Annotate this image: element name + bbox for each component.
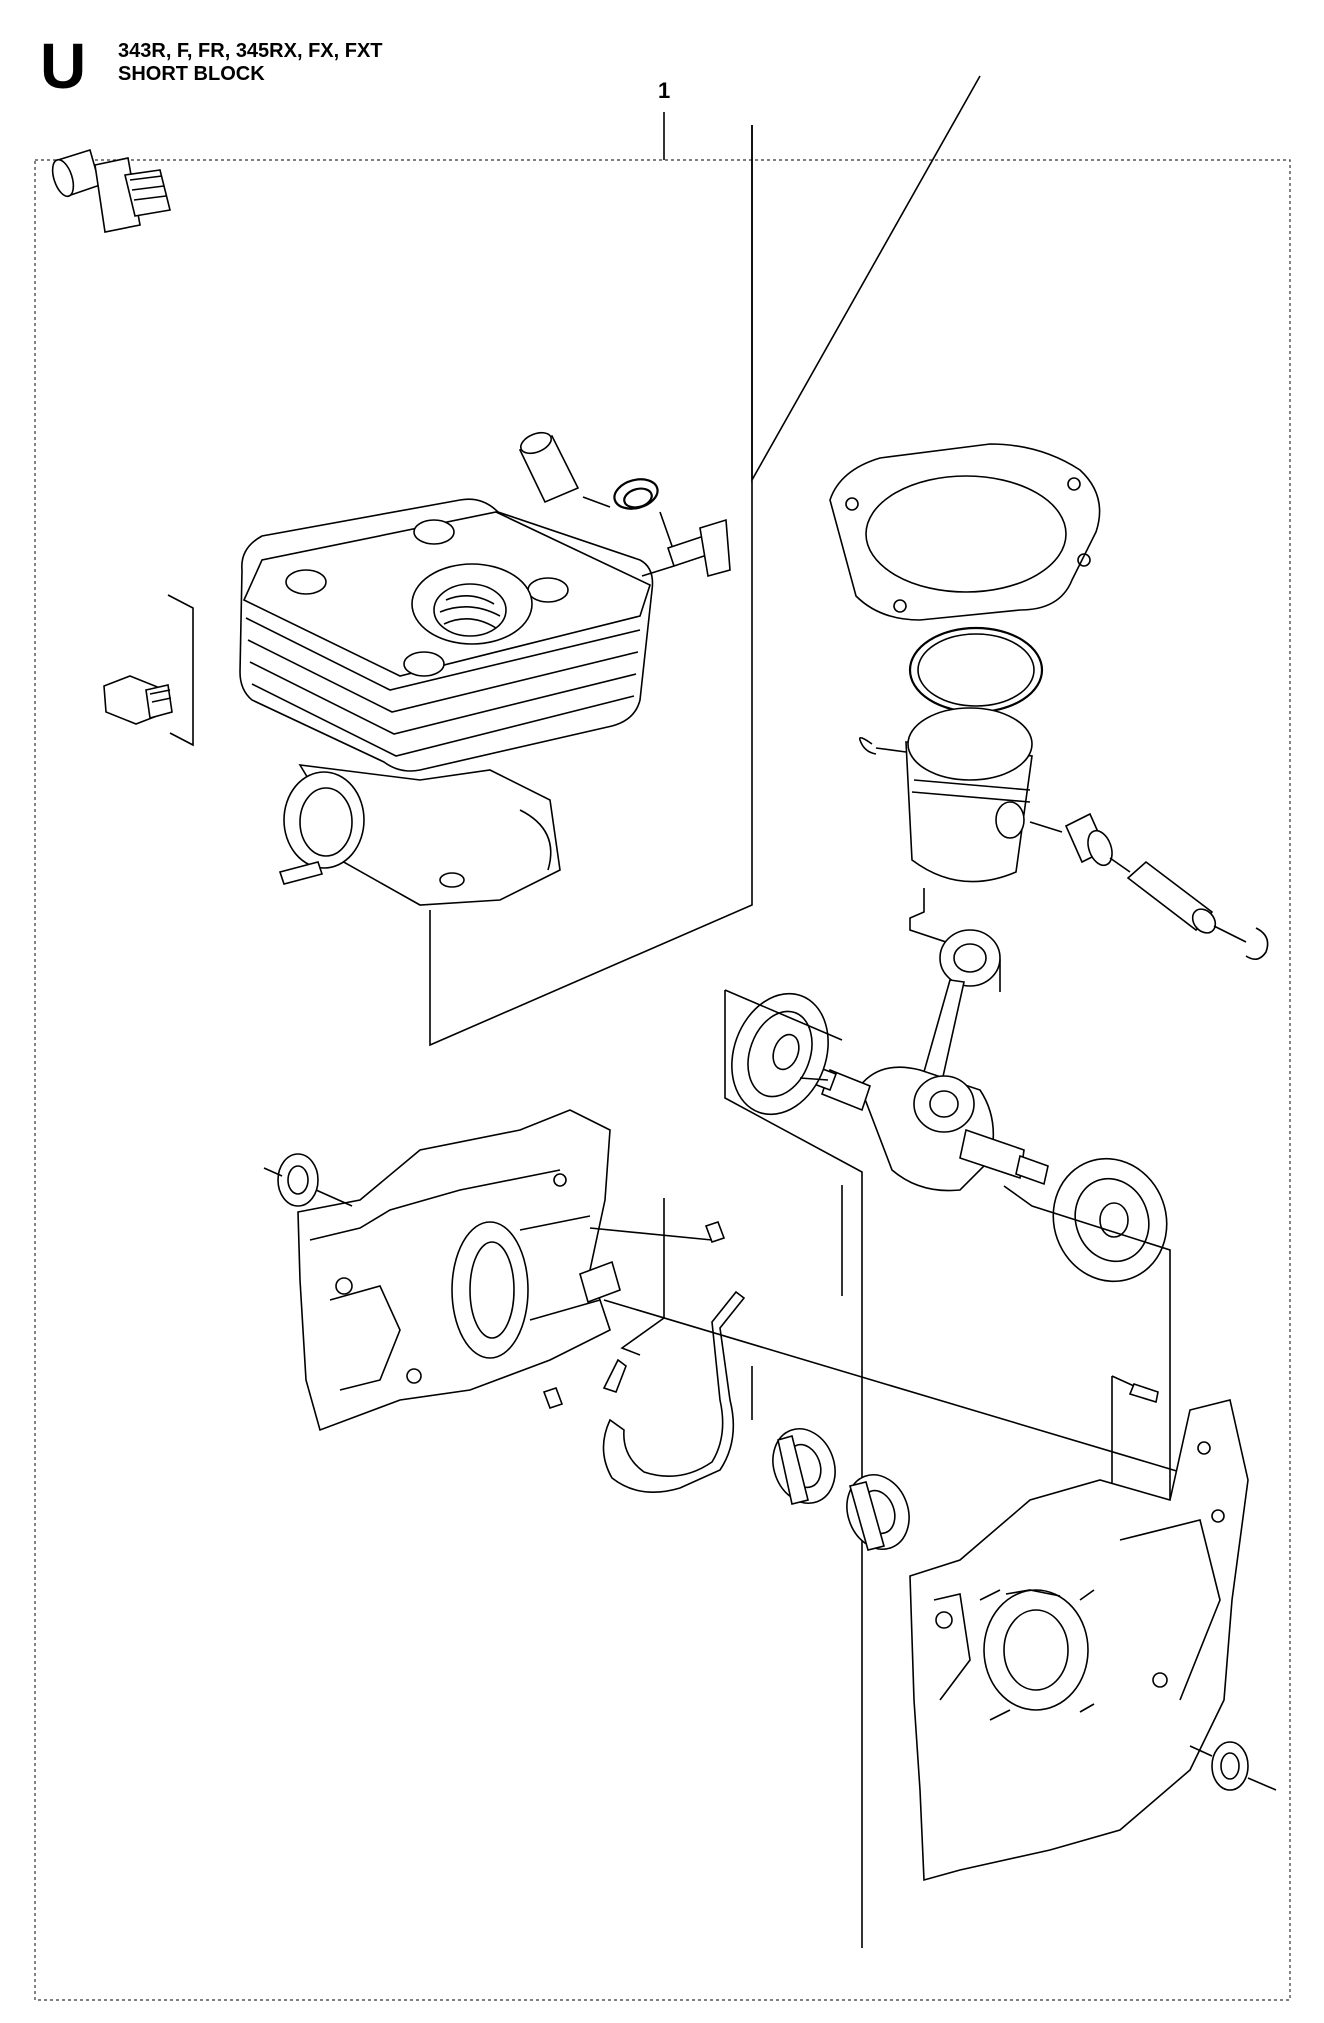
crankcase-right bbox=[910, 1400, 1248, 1880]
hose-clip bbox=[611, 475, 661, 513]
assembly-title: SHORT BLOCK bbox=[118, 63, 265, 85]
angle-nipple bbox=[668, 520, 730, 576]
dowel-pin-upper bbox=[706, 1222, 724, 1242]
cylinder bbox=[240, 499, 653, 905]
crankcase-seal-disc-upper bbox=[716, 980, 845, 1128]
pin-leaders bbox=[1030, 822, 1246, 942]
oil-seal-right-leader bbox=[1190, 1746, 1276, 1790]
seal-disc-leader-lower bbox=[1004, 1186, 1170, 1560]
oil-seal-right bbox=[1212, 1742, 1248, 1790]
ball-bearing-right bbox=[837, 1466, 919, 1558]
seal-disc-leader-upper bbox=[725, 990, 842, 1080]
gasket-leader bbox=[752, 76, 980, 480]
circlip-right bbox=[1246, 928, 1268, 959]
piston-ring bbox=[910, 628, 1042, 712]
rod-leader bbox=[910, 888, 1000, 992]
valve-leader-line bbox=[168, 595, 193, 745]
sleeve bbox=[518, 429, 578, 502]
oil-seal-left-leader bbox=[264, 1168, 352, 1206]
crank-group-leader bbox=[725, 990, 862, 1948]
crankcase-gasket bbox=[603, 1292, 744, 1492]
screw bbox=[1130, 1384, 1158, 1402]
ball-bearing-left bbox=[763, 1420, 845, 1512]
assembly-boundary bbox=[35, 160, 1290, 2000]
dowel-pin-lower bbox=[544, 1388, 562, 1408]
dowel-leader bbox=[622, 1198, 664, 1355]
callout-number: 1 bbox=[658, 78, 671, 103]
connecting-rod bbox=[920, 930, 1000, 1090]
oil-seal-left bbox=[278, 1154, 318, 1206]
cylinder-gasket bbox=[830, 444, 1100, 620]
crankcase-seal-disc-lower bbox=[1036, 1143, 1184, 1298]
decompression-valve bbox=[49, 150, 170, 232]
cylinder-group-leader bbox=[430, 125, 752, 1045]
crankcase-left bbox=[298, 1110, 620, 1430]
circlip-left bbox=[860, 738, 876, 754]
nipple-leader bbox=[642, 566, 674, 576]
circlip-left-leader bbox=[876, 748, 906, 752]
piston-pin bbox=[1128, 862, 1220, 937]
model-list: 343R, F, FR, 345RX, FX, FXT bbox=[118, 40, 383, 62]
crankshaft bbox=[814, 1067, 1048, 1190]
header-title: 343R, F, FR, 345RX, FX, FXT SHORT BLOCK bbox=[118, 40, 383, 86]
needle-bearing bbox=[1066, 814, 1116, 869]
section-letter: U bbox=[40, 30, 87, 102]
piston bbox=[906, 708, 1032, 882]
sleeve-leader bbox=[583, 497, 610, 507]
threaded-plug bbox=[104, 676, 172, 724]
clip-leader bbox=[660, 512, 672, 546]
